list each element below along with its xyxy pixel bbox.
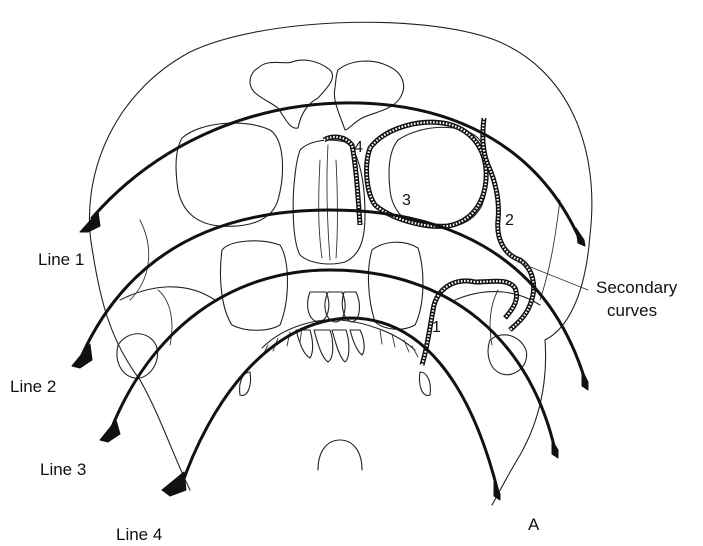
label-secondary-2: curves xyxy=(607,301,657,320)
vertebra xyxy=(318,440,362,470)
curve-number-3: 3 xyxy=(402,192,411,209)
label-secondary-1: Secondary xyxy=(596,278,678,297)
sphenoid-sinus xyxy=(250,60,404,130)
mandible-processes xyxy=(117,334,527,396)
guide-line-3-arrowhead-right xyxy=(552,440,558,458)
label-line-4: Line 4 xyxy=(116,525,162,544)
skull-outline xyxy=(89,22,591,505)
guide-lines xyxy=(72,103,588,500)
guide-line-3 xyxy=(110,270,555,450)
guide-line-2-arrowhead-right xyxy=(582,370,588,390)
guide-line-3-arrowhead-left xyxy=(100,420,120,442)
guide-line-1-arrowhead-right xyxy=(576,228,585,246)
guide-line-2-arrowhead-left xyxy=(72,344,92,368)
label-letter-a: A xyxy=(528,515,540,534)
label-line-3: Line 3 xyxy=(40,460,86,479)
curve-number-1: 1 xyxy=(432,319,441,336)
label-line-1: Line 1 xyxy=(38,250,84,269)
label-line-2: Line 2 xyxy=(10,377,56,396)
curve-number-2: 2 xyxy=(505,212,514,229)
curve-number-4: 4 xyxy=(354,139,363,156)
guide-line-4-arrowhead-left xyxy=(162,472,186,496)
guide-line-4 xyxy=(180,318,498,492)
secondary-curve-3 xyxy=(367,122,487,226)
secondary-curves-leader xyxy=(518,262,588,290)
